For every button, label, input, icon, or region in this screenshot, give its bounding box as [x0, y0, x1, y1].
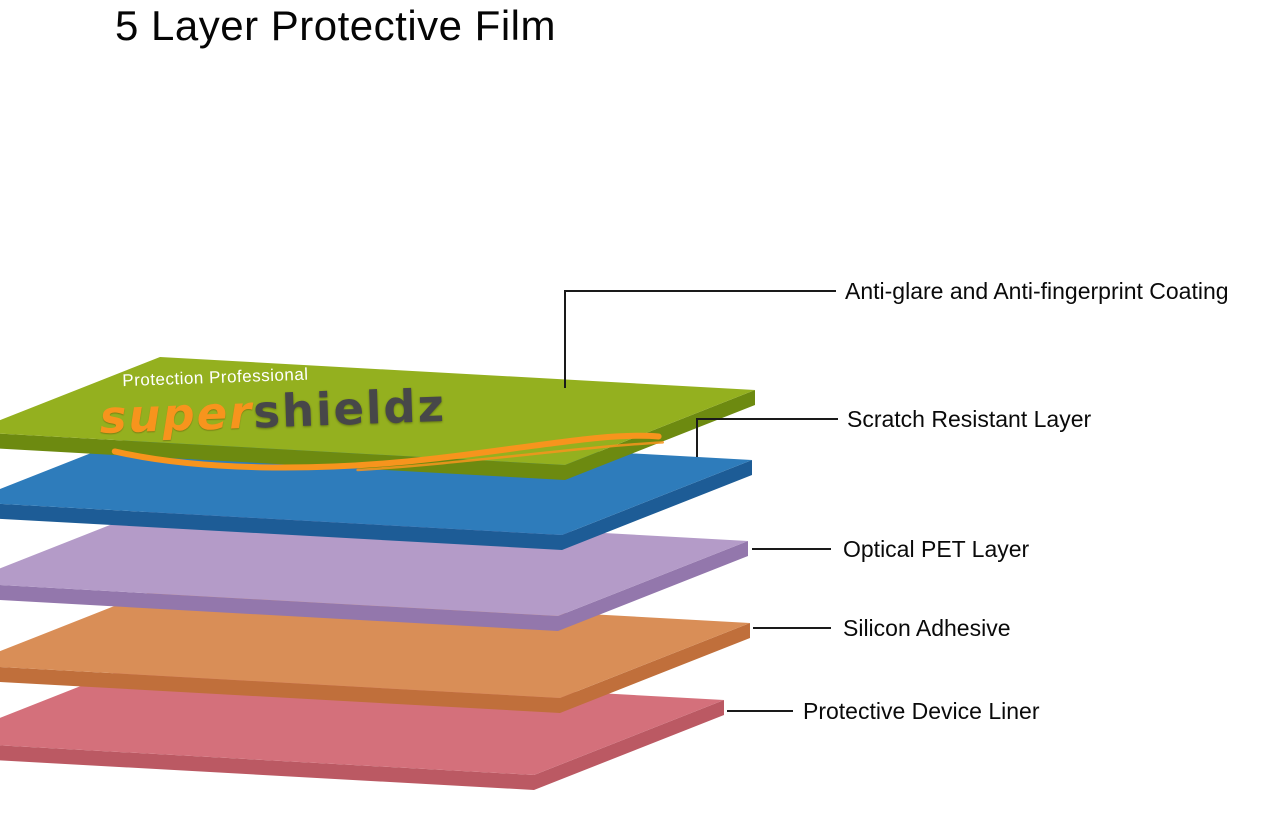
- logo-brand-super: super: [98, 385, 255, 444]
- layer-scratch-resistant-edge: [0, 460, 752, 550]
- layer-anti-glare-face: [0, 357, 755, 465]
- callout-line-scratch-resistant: [696, 418, 838, 457]
- supershieldz-logo: Protection Professional supershieldz: [98, 352, 682, 492]
- label-scratch-resistant: Scratch Resistant Layer: [847, 406, 1092, 432]
- label-anti-glare-coating: Anti-glare and Anti-fingerprint Coating: [845, 278, 1229, 304]
- layer-optical-pet-edge: [0, 541, 748, 631]
- page-title: 5 Layer Protective Film: [115, 2, 556, 49]
- layer-anti-glare-edge: [0, 390, 755, 480]
- callout-line-anti-glare: [564, 290, 836, 388]
- layer-silicon-adhesive-edge: [0, 623, 750, 713]
- label-optical-pet: Optical PET Layer: [843, 536, 1030, 562]
- logo-swoosh-icon: [111, 432, 665, 472]
- layer-protective-liner-edge: [0, 700, 724, 790]
- logo-brand-shieldz: shieldz: [252, 378, 447, 439]
- label-silicon-adhesive: Silicon Adhesive: [843, 615, 1011, 641]
- label-protective-liner: Protective Device Liner: [803, 698, 1040, 724]
